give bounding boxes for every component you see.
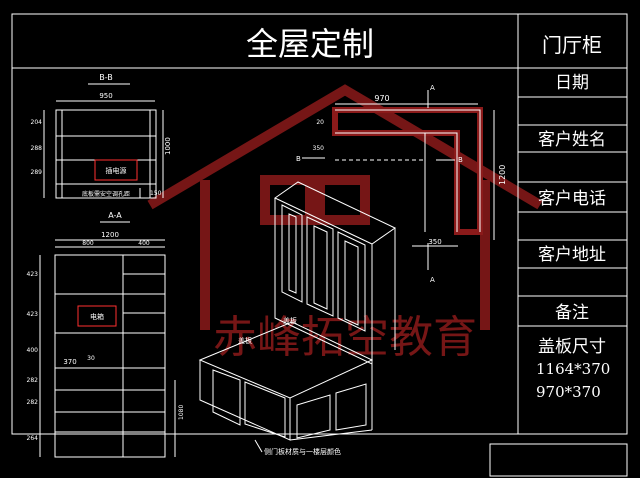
- info-label-customer-address: 客户地址: [538, 245, 606, 265]
- plan-bottom-dim: 350: [428, 238, 441, 246]
- cabinet-name: 门厅柜: [542, 33, 602, 57]
- view-aa-total-dim: 1200: [101, 231, 119, 239]
- plan-section-mark-b-left: B: [296, 155, 301, 163]
- plan-section-mark-a-top: A: [430, 84, 435, 92]
- view-bb-left-dim-1: 204: [31, 119, 43, 126]
- view-bb-bottom-dim: 150: [150, 190, 162, 197]
- info-label-date: 日期: [555, 73, 589, 93]
- view-bb-caption: 底板需安空调孔距: [82, 190, 130, 198]
- iso-side-label: 盖板: [238, 336, 252, 345]
- view-aa-left-dim-3: 400: [27, 347, 39, 354]
- remark-size-2: 970*370: [536, 383, 601, 401]
- watermark-house-icon: [147, 84, 543, 330]
- view-aa-gap-dim: 30: [87, 355, 95, 362]
- view-bb-left-dim-3: 289: [31, 169, 43, 176]
- view-bb-note: 插电源: [106, 166, 127, 175]
- info-label-remark: 备注: [555, 303, 589, 323]
- plan-small-dim-2: 350: [313, 145, 325, 152]
- plan-width-dim: 970: [374, 94, 389, 103]
- view-aa-mid-dim: 370: [63, 358, 76, 366]
- view-aa: [39, 221, 176, 458]
- title-frame: [11, 13, 628, 477]
- view-aa-bottom-dim: 1080: [178, 405, 185, 420]
- view-bb-label: B-B: [99, 73, 113, 82]
- view-aa-left-width: 800: [82, 240, 94, 247]
- iso-caption: 侧门板材质与一楼层颜色: [264, 447, 341, 456]
- plan-section-mark-b-right: B: [458, 156, 463, 164]
- remark-size-1: 1164*370: [536, 360, 610, 378]
- watermark-text: 赤峰拓空教育: [213, 312, 477, 363]
- view-aa-label: A-A: [108, 211, 122, 220]
- info-label-customer-phone: 客户电话: [538, 189, 606, 209]
- view-bb-height-dim: 1000: [164, 137, 172, 155]
- view-aa-left-dim-1: 423: [27, 271, 39, 278]
- view-bb-left-dim-2: 288: [31, 145, 43, 152]
- plan-section-mark-a-bottom: A: [430, 276, 435, 284]
- view-aa-right-width: 400: [138, 240, 150, 247]
- view-aa-left-dim-6: 264: [27, 435, 39, 442]
- page-title: 全屋定制: [246, 25, 374, 63]
- remark-heading: 盖板尺寸: [538, 337, 606, 357]
- iso-cabinet: [198, 181, 396, 453]
- iso-top-label: 盖板: [283, 316, 297, 325]
- view-aa-left-dim-2: 423: [27, 311, 39, 318]
- view-plan: [302, 90, 495, 270]
- view-aa-left-dim-4: 282: [27, 377, 39, 384]
- view-aa-left-dim-5: 282: [27, 399, 39, 406]
- view-bb-width-dim: 950: [99, 92, 112, 100]
- info-label-customer-name: 客户姓名: [538, 130, 606, 150]
- plan-small-dim-1: 20: [316, 119, 324, 126]
- plan-height-dim: 1200: [498, 165, 507, 185]
- view-aa-note: 电箱: [90, 312, 104, 321]
- view-bb: [43, 83, 164, 199]
